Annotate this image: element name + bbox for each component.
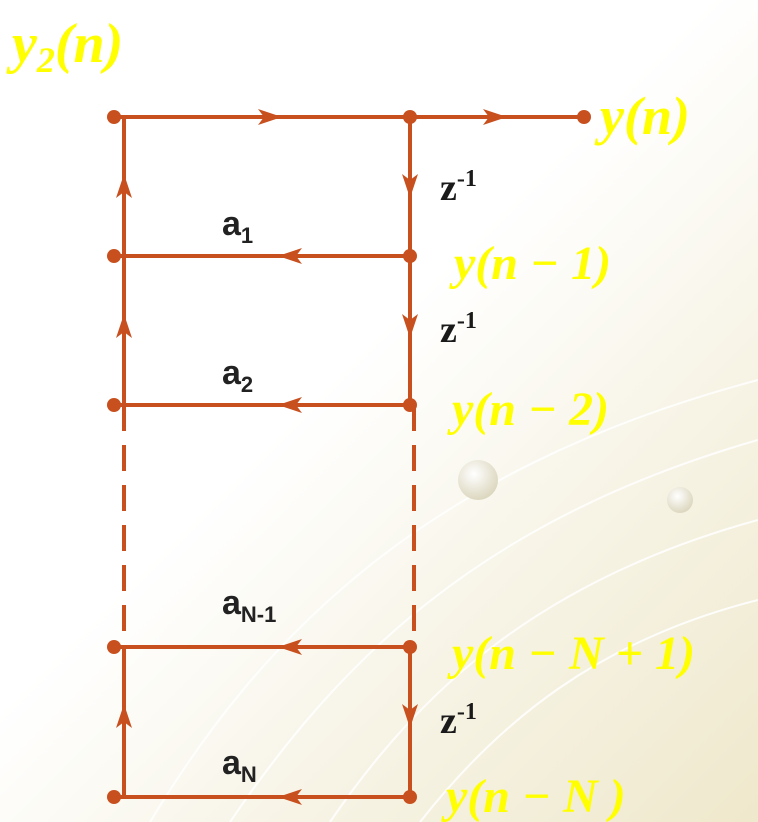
background-decoration [149, 379, 758, 822]
node-sum-2 [107, 398, 121, 412]
delay-label-2: z-1 [440, 308, 477, 351]
delay-label-1: z-1 [440, 166, 477, 209]
node-sum-n1 [107, 640, 121, 654]
node-output-branch [403, 110, 417, 124]
delay-label-n: z-1 [440, 699, 477, 742]
output-label: y(n) [594, 86, 690, 146]
coefficient-aN-1: aN-1 [222, 584, 276, 627]
tap-label-2: y(n − 2) [447, 383, 609, 436]
decorative-sphere-large [458, 460, 498, 500]
tap-label-n: y(n − N ) [441, 770, 626, 822]
node-tap-2 [403, 398, 417, 412]
node-output [577, 110, 591, 124]
node-tap-1 [403, 249, 417, 263]
tap-label-n1: y(n − N + 1) [447, 627, 695, 680]
decorative-sphere-small [667, 487, 693, 513]
coefficient-a2: a2 [222, 354, 253, 397]
node-sum-1 [107, 249, 121, 263]
tap-label-1: y(n − 1) [449, 237, 611, 290]
coefficient-aN: aN [222, 744, 257, 787]
node-tap-n [403, 790, 417, 804]
node-sum-n [107, 790, 121, 804]
coefficient-a1: a1 [222, 205, 253, 248]
node-input [107, 110, 121, 124]
node-tap-n1 [403, 640, 417, 654]
input-label: y2(n) [6, 13, 123, 80]
